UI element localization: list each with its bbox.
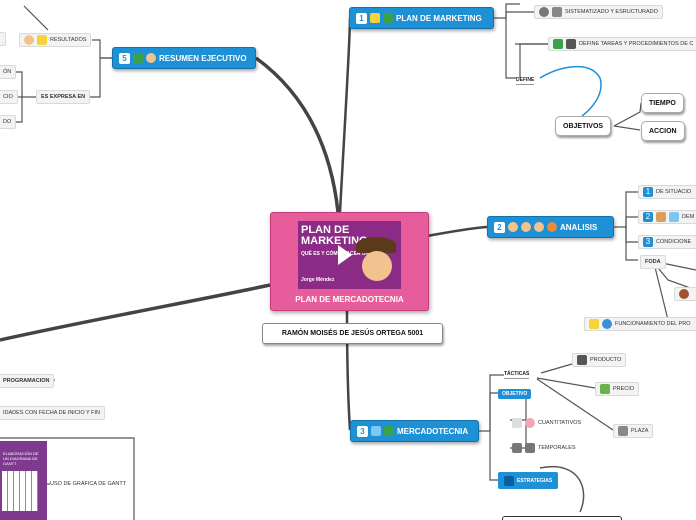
node-foda[interactable]: FODA — [640, 255, 666, 269]
building-icon — [552, 7, 562, 17]
node-label: PRODUCTO — [590, 357, 621, 363]
gantt-chart-image: ELABORACIÓN DE UN DIAGRAMA DE GANTT — [0, 441, 47, 520]
house-icon — [656, 212, 666, 222]
node-condiciones[interactable]: 3 CONDICIONE — [638, 235, 696, 249]
book-icon — [553, 39, 563, 49]
strategy-icon — [504, 476, 514, 486]
number-badge: 3 — [643, 237, 653, 247]
video-author: Jorge Méndez — [301, 277, 334, 283]
node-objetivo[interactable]: OBJETIVO — [498, 389, 531, 399]
node-label: ESTRATEGIAS — [517, 478, 552, 484]
topic-analisis[interactable]: 2 ANALISIS — [487, 216, 614, 238]
author-label[interactable]: RAMÓN MOISÉS DE JESÚS ORTEGA 5001 — [262, 323, 443, 344]
node-left-3[interactable]: DO — [0, 115, 16, 129]
sparkle-icon — [589, 319, 599, 329]
book-icon — [133, 53, 143, 63]
person-icon — [24, 35, 34, 45]
node-label: PRECIO — [613, 386, 634, 392]
node-label: PLAZA — [631, 428, 648, 434]
node-label: DEFINE TAREAS Y PROCEDIMIENTOS DE C — [579, 41, 693, 47]
eyes-icon — [512, 418, 522, 428]
node-label: CUANTITATIVOS — [538, 420, 581, 426]
node-define[interactable]: DEFINE — [516, 75, 534, 85]
number-badge: 1 — [356, 13, 367, 24]
person-icon — [539, 7, 549, 17]
number-badge: 3 — [357, 426, 368, 437]
topic-mercadotecnia[interactable]: 3 MERCADOTECNIA — [350, 420, 479, 442]
globe-icon — [602, 319, 612, 329]
person-icon — [547, 222, 557, 232]
node-plaza[interactable]: PLAZA — [613, 424, 653, 438]
central-topic-title: PLAN DE MERCADOTECNIA — [271, 295, 428, 304]
node-cuantitativos[interactable]: CUANTITATIVOS — [512, 417, 581, 429]
node-tacticas[interactable]: TÁCTICAS — [504, 369, 529, 379]
node-foda-child[interactable] — [674, 287, 696, 301]
node-label: TEMPORALES — [538, 445, 576, 451]
gantt-grid — [2, 471, 38, 511]
node-label: DE SITUACIO — [656, 189, 691, 195]
gamepad-icon — [577, 355, 587, 365]
book-icon — [383, 13, 393, 23]
crown-icon — [37, 35, 47, 45]
node-label: DEM — [682, 214, 694, 220]
building-icon — [618, 426, 628, 436]
chart-icon — [371, 426, 381, 436]
node-precio[interactable]: PRECIO — [595, 382, 639, 396]
topic-label: ANALISIS — [560, 223, 597, 232]
node-resultados[interactable]: RESULTADOS — [19, 33, 91, 47]
animal-icon — [679, 289, 689, 299]
node-left-1[interactable]: ÓN — [0, 65, 16, 79]
node-objetivos[interactable]: OBJETIVOS — [555, 116, 611, 136]
node-bottom-cut[interactable] — [502, 516, 622, 520]
node-label: SISTEMATIZADO Y ESRUCTURADO — [565, 9, 658, 15]
node-left-cut[interactable] — [0, 32, 6, 46]
node-demanda[interactable]: 2 DEM — [638, 210, 696, 224]
chart-icon — [669, 212, 679, 222]
central-topic[interactable]: PLAN DE MARKETING QUÉ ES Y CÓMO HACER UN… — [270, 212, 429, 311]
node-funcionamiento[interactable]: FUNCIONAMIENTO DEL PRO — [584, 317, 696, 331]
node-tiempo[interactable]: TIEMPO — [641, 93, 684, 113]
gamepad-icon — [566, 39, 576, 49]
number-badge: 5 — [119, 53, 130, 64]
node-label: CONDICIONE — [656, 239, 691, 245]
play-icon[interactable] — [338, 245, 352, 265]
node-label: FUNCIONAMIENTO DEL PRO — [615, 321, 690, 327]
gantt-image-title: ELABORACIÓN DE UN DIAGRAMA DE GANTT — [3, 451, 41, 466]
node-label: RESULTADOS — [50, 37, 86, 43]
node-programacion[interactable]: PROGRAMACION — [0, 374, 54, 388]
node-temporales[interactable]: TEMPORALES — [512, 442, 576, 454]
node-gantt[interactable]: USO DE GRÁFICA DE GANTT — [50, 478, 126, 490]
node-es-expresa-en[interactable]: ES EXPRESA EN — [36, 90, 90, 104]
character-face-image — [362, 251, 392, 281]
node-actividades[interactable]: IDADES CON FECHA DE INICIO Y FIN — [0, 406, 105, 420]
person-icon — [534, 222, 544, 232]
topic-label: RESUMEN EJECUTIVO — [159, 54, 247, 63]
node-estrategias[interactable]: ESTRATEGIAS — [498, 472, 558, 489]
arrow-left-icon — [512, 443, 522, 453]
node-producto[interactable]: PRODUCTO — [572, 353, 626, 367]
node-left-2[interactable]: CIO — [0, 90, 18, 104]
node-de-situacion[interactable]: 1 DE SITUACIO — [638, 185, 696, 199]
person-icon — [521, 222, 531, 232]
lightbulb-icon — [370, 13, 380, 23]
topic-label: PLAN DE MARKETING — [396, 14, 482, 23]
topic-label: MERCADOTECNIA — [397, 427, 468, 436]
money-icon — [600, 384, 610, 394]
person-icon — [146, 53, 156, 63]
number-badge: 1 — [643, 187, 653, 197]
topic-resumen-ejecutivo[interactable]: 5 RESUMEN EJECUTIVO — [112, 47, 256, 69]
node-define-tareas[interactable]: DEFINE TAREAS Y PROCEDIMIENTOS DE C — [548, 37, 696, 51]
number-badge: 2 — [494, 222, 505, 233]
book-icon — [384, 426, 394, 436]
number-badge: 2 — [643, 212, 653, 222]
topic-plan-marketing[interactable]: 1 PLAN DE MARKETING — [349, 7, 494, 29]
brain-icon — [525, 418, 535, 428]
video-thumbnail[interactable]: PLAN DE MARKETING QUÉ ES Y CÓMO HACER UN… — [298, 221, 401, 289]
person-icon — [508, 222, 518, 232]
node-accion[interactable]: ACCION — [641, 121, 685, 141]
arrow-right-icon — [525, 443, 535, 453]
node-sistematizado[interactable]: SISTEMATIZADO Y ESRUCTURADO — [534, 5, 663, 19]
